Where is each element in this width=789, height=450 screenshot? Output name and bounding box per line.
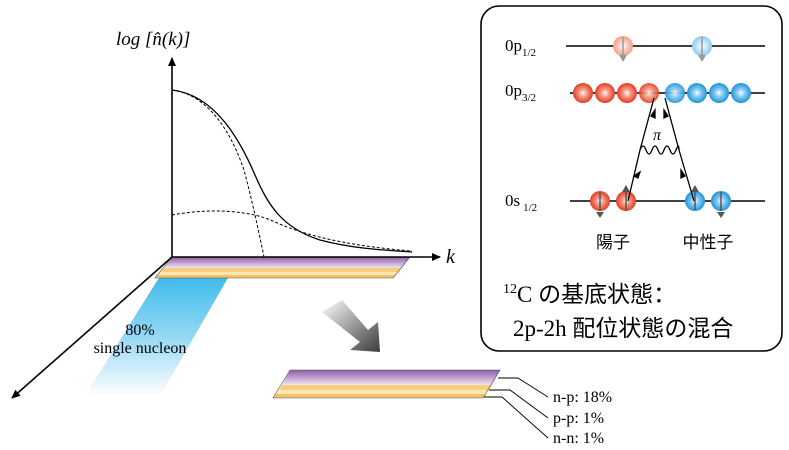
zoom-arrow bbox=[322, 300, 380, 352]
protons-0p32 bbox=[573, 83, 659, 103]
excited-proton bbox=[613, 36, 633, 62]
pion-exchange bbox=[627, 97, 695, 202]
excited-neutron bbox=[692, 36, 712, 62]
pp-leader bbox=[489, 389, 549, 419]
caption-line-1: 12C の基底状態： bbox=[503, 282, 676, 307]
nn-leader bbox=[484, 396, 549, 439]
correlation-tail-curve bbox=[171, 210, 413, 252]
single-nucleon-plane bbox=[85, 257, 240, 396]
y-axis-label: log [n̂(k)] bbox=[116, 29, 190, 50]
neutrons-0p32 bbox=[665, 83, 751, 103]
z-axis bbox=[11, 256, 173, 399]
pion-label: π bbox=[653, 127, 662, 144]
nn-label: n-n: 1% bbox=[553, 430, 604, 447]
x-axis-label: k bbox=[446, 246, 456, 268]
caption-line-2: 2p-2h 配位状態の混合 bbox=[513, 316, 733, 341]
momentum-plot: log [n̂(k)] k 80% single nucleon bbox=[11, 29, 456, 399]
neutron-label: 中性子 bbox=[683, 233, 734, 253]
proton-label: 陽子 bbox=[596, 233, 630, 253]
pp-label: p-p: 1% bbox=[553, 410, 604, 427]
protons-0s12 bbox=[590, 185, 636, 218]
total-distribution-curve bbox=[171, 89, 413, 253]
neutrons-0s12 bbox=[685, 185, 731, 218]
single-nucleon-label: single nucleon bbox=[94, 340, 187, 357]
np-leader bbox=[498, 377, 549, 398]
correlated-pair-slab bbox=[154, 256, 411, 279]
mean-field-curve bbox=[171, 89, 265, 258]
np-label: n-p: 18% bbox=[553, 389, 612, 406]
single-nucleon-percent: 80% bbox=[125, 322, 154, 339]
level-label-0p12: 0p1/2 bbox=[505, 36, 536, 59]
pair-breakdown: n-p: 18% p-p: 1% n-n: 1% bbox=[272, 369, 612, 447]
level-label-0p32: 0p3/2 bbox=[505, 81, 536, 104]
